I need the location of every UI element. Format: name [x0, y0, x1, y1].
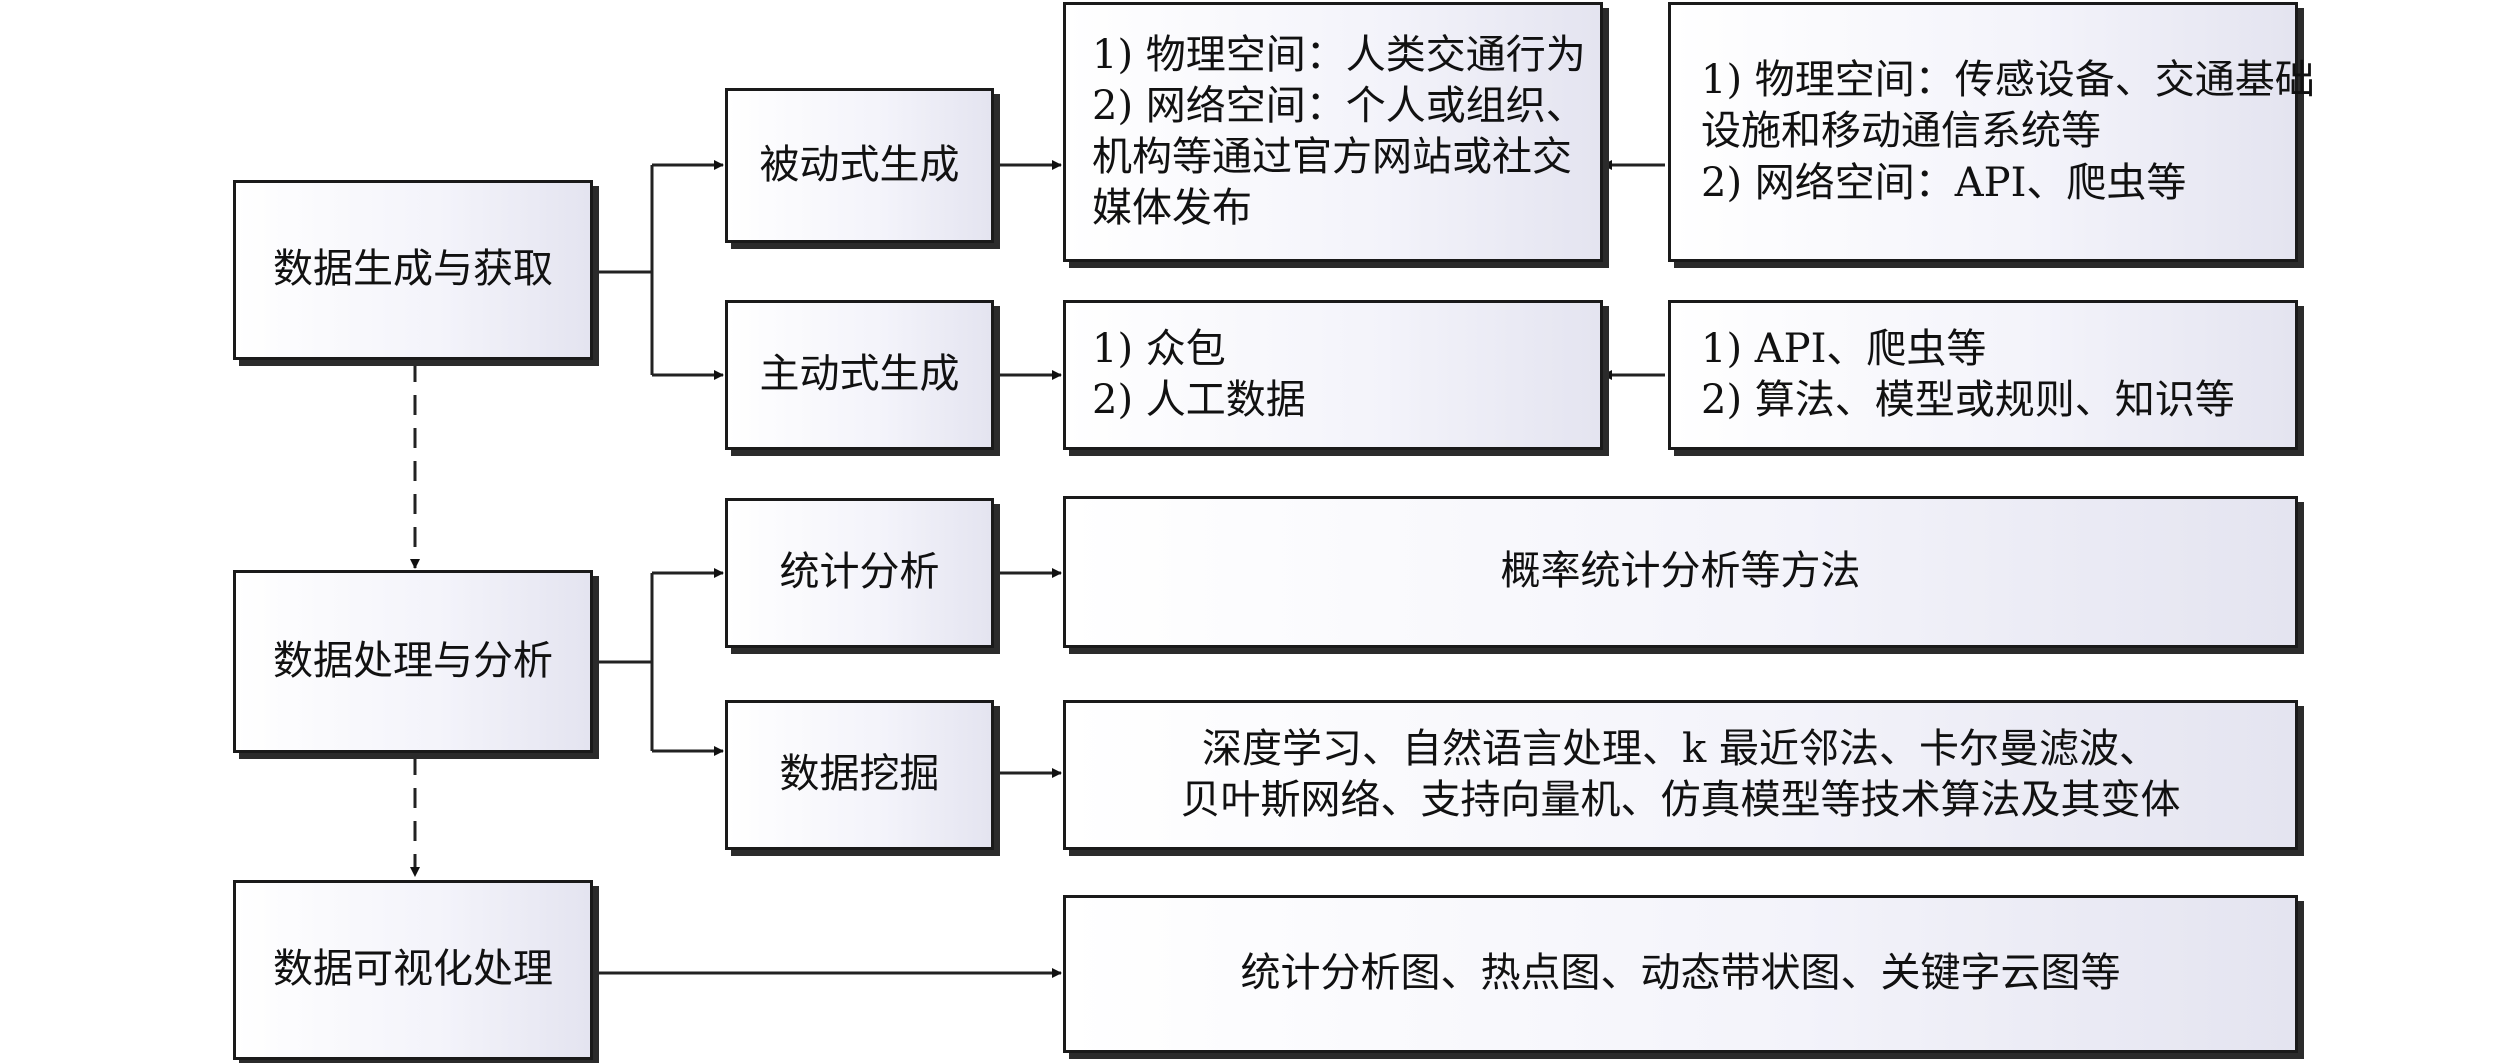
detail-passive-line: 媒体发布 — [1092, 185, 1252, 232]
detail-statistics-text: 概率统计分析等方法 — [1500, 548, 1861, 595]
source-passive-line: 设施和移动通信系统等 — [1701, 108, 2101, 155]
stage-processing-label: 数据处理与分析 — [273, 637, 553, 684]
method-mining-box: 数据挖掘 — [725, 700, 994, 850]
source-active-box: 1) API、爬虫等 2) 算法、模型或规则、知识等 — [1668, 300, 2298, 450]
detail-visualization-box: 统计分析图、热点图、动态带状图、关键字云图等 — [1063, 895, 2298, 1053]
source-active-line: 1) API、爬虫等 — [1701, 325, 1987, 372]
method-passive-label: 被动式生成 — [759, 141, 960, 188]
method-active-box: 主动式生成 — [725, 300, 994, 450]
detail-passive-line: 2) 网络空间：个人或组织、 — [1092, 82, 1586, 129]
source-passive-line: 2) 网络空间：API、爬虫等 — [1701, 159, 2187, 206]
detail-mining-line: 贝叶斯网络、支持向量机、仿真模型等技术算法及其变体 — [1180, 777, 2181, 823]
detail-mining-line: 深度学习、自然语言处理、k 最近邻法、卡尔曼滤波、 — [1202, 725, 2159, 772]
method-passive-box: 被动式生成 — [725, 88, 994, 243]
detail-active-box: 1) 众包 2) 人工数据 — [1063, 300, 1603, 450]
stage-visualization-label: 数据可视化处理 — [273, 946, 553, 993]
source-passive-box: 1) 物理空间：传感设备、交通基础 设施和移动通信系统等 2) 网络空间：API… — [1668, 2, 2315, 262]
stage-generation-box: 数据生成与获取 — [233, 180, 593, 360]
source-active-line: 2) 算法、模型或规则、知识等 — [1701, 377, 2235, 423]
detail-mining-box: 深度学习、自然语言处理、k 最近邻法、卡尔曼滤波、 贝叶斯网络、支持向量机、仿真… — [1063, 700, 2298, 850]
detail-active-line: 1) 众包 — [1092, 325, 1226, 372]
stage-visualization-box: 数据可视化处理 — [233, 880, 593, 1060]
method-statistics-label: 统计分析 — [779, 549, 940, 596]
detail-visualization-text: 统计分析图、热点图、动态带状图、关键字云图等 — [1240, 950, 2121, 997]
source-passive-line: 1) 物理空间：传感设备、交通基础 — [1701, 57, 2315, 104]
method-mining-label: 数据挖掘 — [779, 751, 940, 798]
method-statistics-box: 统计分析 — [725, 498, 994, 648]
detail-active-line: 2) 人工数据 — [1092, 377, 1306, 423]
detail-passive-line: 1) 物理空间：人类交通行为 — [1092, 31, 1586, 78]
method-active-label: 主动式生成 — [759, 351, 960, 398]
stage-generation-label: 数据生成与获取 — [273, 246, 553, 293]
detail-passive-line: 机构等通过官方网站或社交 — [1092, 134, 1572, 180]
stage-processing-box: 数据处理与分析 — [233, 570, 593, 753]
detail-statistics-box: 概率统计分析等方法 — [1063, 496, 2298, 648]
detail-passive-box: 1) 物理空间：人类交通行为 2) 网络空间：个人或组织、 机构等通过官方网站或… — [1063, 2, 1603, 262]
